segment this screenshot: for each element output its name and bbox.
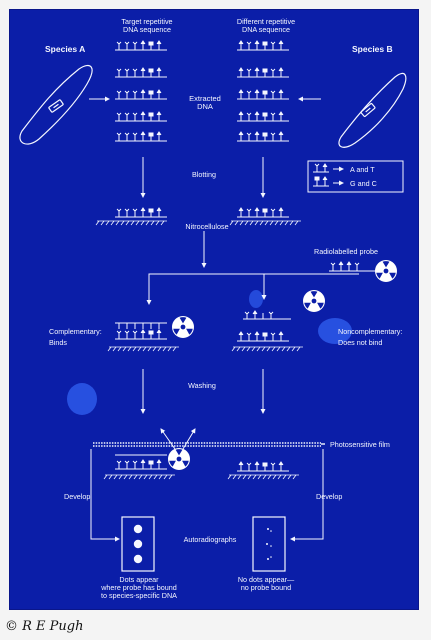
bound-probe-a xyxy=(114,322,168,340)
diagram-board xyxy=(9,9,419,610)
radiolabelled-probe-label: Radiolabelled probe xyxy=(314,247,378,256)
radiation-symbol-icon xyxy=(172,316,194,338)
ink-spot xyxy=(318,318,352,344)
develop-arrow-left xyxy=(90,449,120,542)
ink-spot xyxy=(249,290,263,308)
target-sequence-fragment xyxy=(114,40,168,51)
radiation-symbol-icon xyxy=(303,290,325,312)
different-repetitive-label: Different repetitive DNA sequence xyxy=(236,17,296,34)
nitrocellulose-membrane-a xyxy=(103,474,176,480)
radiolabelled-probe xyxy=(329,261,377,272)
nitrocellulose-membrane-b xyxy=(229,220,302,226)
nitrocellulose-label: Nitrocellulose xyxy=(185,222,229,231)
develop-right-label: Develop xyxy=(316,492,343,501)
emission-rays xyxy=(160,428,196,450)
legend-gc-label: G and C xyxy=(350,179,377,188)
species-a-fragments xyxy=(114,67,168,142)
develop-left-label: Develop xyxy=(64,492,91,501)
ink-spot xyxy=(67,383,97,415)
film-fragment-b xyxy=(236,461,290,472)
extracted-dna-label: Extracted DNA xyxy=(189,94,221,111)
copyright-credit: © R E Pugh xyxy=(5,619,84,634)
species-a-label: Species A xyxy=(45,44,86,54)
complementary-label: Complementary: Binds xyxy=(49,327,102,347)
cell-b-icon xyxy=(338,72,407,148)
nitrocellulose-membrane-a xyxy=(107,346,180,352)
fragment-b xyxy=(236,331,290,342)
washing-label: Washing xyxy=(188,381,216,390)
photosensitive-film-label: Photosensitive film xyxy=(330,440,390,449)
cell-a-icon xyxy=(19,64,93,145)
autoradiograph-b xyxy=(252,516,286,572)
legend-at-label: A and T xyxy=(350,165,375,174)
different-sequence-fragment xyxy=(236,40,290,51)
blotted-fragment-b xyxy=(236,207,290,218)
diagram-drawing xyxy=(19,40,407,572)
base-legend xyxy=(307,160,404,193)
film-fragment-a xyxy=(114,454,168,470)
dots-appear-label: Dots appear where probe has bound to spe… xyxy=(101,575,177,600)
unbound-probe-b xyxy=(243,310,291,320)
autoradiographs-label: Autoradiographs xyxy=(183,535,237,544)
nitrocellulose-membrane-b xyxy=(227,474,300,480)
photosensitive-film xyxy=(93,442,325,447)
radiation-symbol-icon xyxy=(375,260,397,282)
probe-arrow xyxy=(146,273,359,305)
radiation-symbol-icon xyxy=(168,448,190,470)
nitrocellulose-membrane-b xyxy=(231,346,304,352)
blotting-label: Blotting xyxy=(192,170,216,179)
noncomplementary-label: Noncomplementary: Does not bind xyxy=(338,327,403,347)
species-b-fragments xyxy=(236,67,290,142)
nitrocellulose-membrane-a xyxy=(95,220,168,226)
blotted-fragment-a xyxy=(114,207,168,218)
no-dots-label: No dots appear— no probe bound xyxy=(237,575,295,592)
develop-arrow-right xyxy=(290,449,324,542)
autoradiograph-a xyxy=(121,516,155,572)
species-b-label: Species B xyxy=(352,44,393,54)
target-repetitive-label: Target repetitive DNA sequence xyxy=(121,17,173,34)
